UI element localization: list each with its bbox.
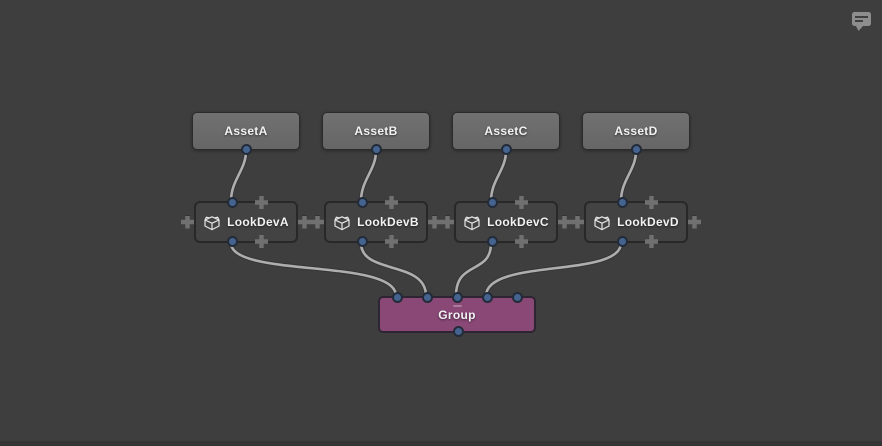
- wire-asseta-lookdeva: [229, 149, 248, 203]
- node-group[interactable]: Group: [378, 292, 536, 337]
- comment-icon: [852, 12, 871, 31]
- wire-lookdevd-group: [484, 241, 623, 298]
- output-connector[interactable]: [617, 236, 628, 247]
- output-connector[interactable]: [487, 236, 498, 247]
- node-label: LookDevD: [617, 215, 679, 229]
- group-plug-dash: [453, 305, 462, 307]
- node-lookdevd[interactable]: LookDevD: [571, 196, 701, 248]
- input-connector-in0[interactable]: [392, 292, 403, 303]
- node-assetd[interactable]: AssetD: [582, 112, 690, 155]
- node-lookdeva[interactable]: LookDevA: [181, 196, 311, 248]
- box-icon: [594, 215, 610, 230]
- node-lookdevc[interactable]: LookDevC: [441, 196, 571, 248]
- output-connector[interactable]: [357, 236, 368, 247]
- node-label: AssetD: [614, 124, 658, 138]
- input-connector[interactable]: [617, 197, 628, 208]
- wire-lookdevc-group: [454, 241, 493, 298]
- input-connector[interactable]: [357, 197, 368, 208]
- input-connector-in2[interactable]: [452, 292, 463, 303]
- node-label: LookDevB: [357, 215, 419, 229]
- input-connector[interactable]: [487, 197, 498, 208]
- node-label: LookDevC: [487, 215, 549, 229]
- annotation-button[interactable]: [848, 8, 874, 34]
- window-bottom-edge: [0, 441, 882, 446]
- wire-lookdeva-group: [229, 241, 398, 298]
- wire-lookdevb-group: [359, 241, 428, 298]
- output-connector[interactable]: [370, 144, 382, 155]
- wire-assetc-lookdevc: [489, 149, 508, 203]
- output-connector[interactable]: [630, 144, 642, 155]
- wires: [229, 149, 638, 298]
- node-assetb[interactable]: AssetB: [322, 112, 430, 155]
- output-connector[interactable]: [500, 144, 512, 155]
- node-label: LookDevA: [227, 215, 289, 229]
- input-connector[interactable]: [227, 197, 238, 208]
- box-icon: [204, 215, 220, 230]
- node-label: AssetA: [224, 124, 268, 138]
- node-asseta[interactable]: AssetA: [192, 112, 300, 155]
- node-lookdevb[interactable]: LookDevB: [311, 196, 441, 248]
- node-assetc[interactable]: AssetC: [452, 112, 560, 155]
- output-connector[interactable]: [227, 236, 238, 247]
- box-icon: [464, 215, 480, 230]
- input-connector-in4[interactable]: [512, 292, 523, 303]
- wire-assetb-lookdevb: [359, 149, 378, 203]
- box-icon: [334, 215, 350, 230]
- node-label: AssetC: [484, 124, 528, 138]
- node-label: Group: [438, 307, 476, 322]
- input-connector-in3[interactable]: [482, 292, 493, 303]
- output-connector[interactable]: [453, 326, 464, 337]
- node-label: AssetB: [354, 124, 398, 138]
- input-connector-in1[interactable]: [422, 292, 433, 303]
- wire-assetd-lookdevd: [619, 149, 638, 203]
- output-connector[interactable]: [240, 144, 252, 155]
